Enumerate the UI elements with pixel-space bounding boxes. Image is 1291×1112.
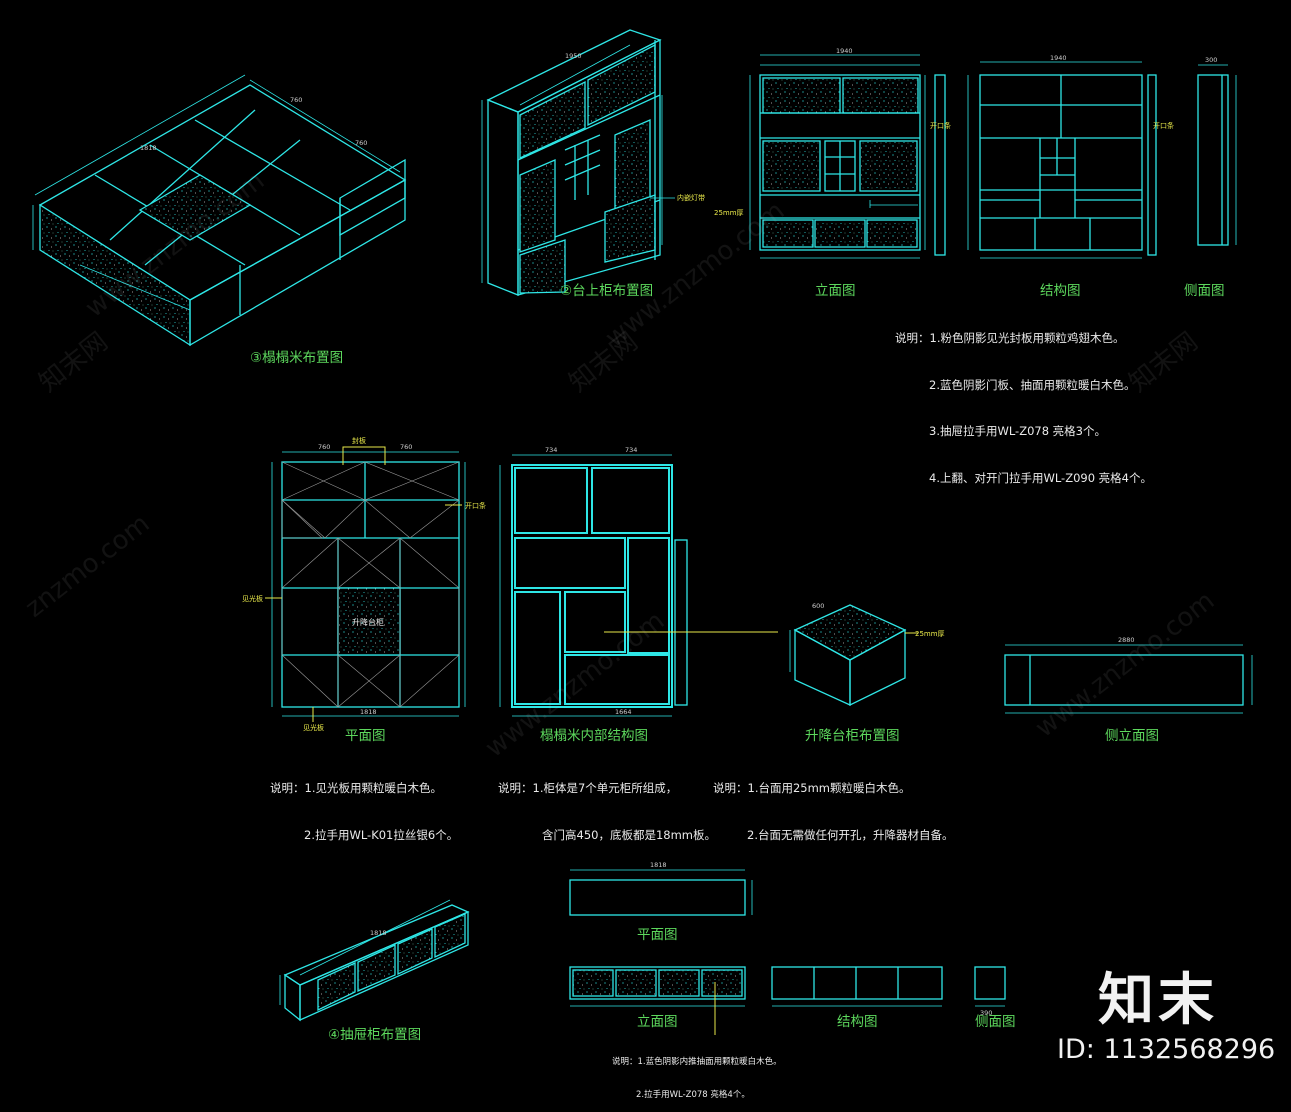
tatami-isometric-view [38, 84, 407, 347]
caption-elevation-1: 立面图 [815, 283, 856, 299]
tatami-plan-view [281, 461, 460, 708]
caption-side-elevation-2: 侧立面图 [1105, 728, 1159, 744]
note-2: 说明：1.见光板用颗粒暖白木色。 2.拉手用WL-K01拉丝银6个。 [270, 750, 458, 859]
dim-plan-bottom: 1818 [360, 708, 377, 716]
label-vent-struct: 开口条 [1153, 121, 1174, 130]
dim-structure-width: 1940 [1050, 54, 1067, 62]
caption-plan-3: 平面图 [637, 927, 678, 943]
label-seal: 封板 [352, 436, 366, 445]
caption-upper-cabinet-layout: ②台上柜布置图 [560, 283, 654, 299]
dim-internal-a: 734 [545, 446, 557, 454]
note-5-line-2: 2.拉手用WL-Z078 亮格4个。 [636, 1090, 750, 1100]
dim-internal-bottom: 1664 [615, 708, 632, 716]
structure-dims [967, 61, 1142, 259]
drawer-structure-view [771, 966, 943, 1007]
note-4: 说明：1.台面用25mm颗粒暖白木色。 2.台面无需做任何开孔，升降器材自备。 [713, 750, 953, 859]
caption-structure-1: 结构图 [1040, 283, 1081, 299]
dimension-texts: 1818 760 760 1950 1940 1940 300 760 760 … [140, 47, 1217, 1017]
note-3: 说明：1.柜体是7个单元柜所组成， 含门高450，底板都是18mm板。 [498, 750, 716, 859]
dim-tatami-width-a: 760 [290, 96, 302, 104]
elevation-view [759, 74, 946, 256]
image-id: ID: 1132568296 [1057, 1034, 1276, 1065]
drawer-elevation-view [569, 966, 746, 1035]
dim-drawer-length: 1818 [650, 861, 667, 869]
upper-cabinet-dims [481, 44, 675, 283]
dim-tatami-length: 1818 [140, 144, 157, 152]
callout-labels: 封板 开口条 开口条 开口条 见光板 见光板 内嵌灯带 25mm厚 25mm厚 [242, 121, 1174, 732]
note-5: 说明：1.蓝色阴影内推抽面用颗粒暖白木色。 2.拉手用WL-Z078 亮格4个。 [612, 1035, 782, 1112]
caption-tatami-internal: 榻榻米内部结构图 [540, 728, 648, 744]
side-view-1 [1197, 64, 1237, 246]
dim-plan-a: 760 [318, 443, 330, 451]
caption-side-1: 侧面图 [1184, 283, 1225, 299]
dim-side-depth: 300 [1205, 56, 1217, 64]
tatami-plan-dims [271, 451, 466, 717]
note-2-line-1: 说明：1.见光板用颗粒暖白木色。 [270, 781, 442, 795]
note-1-line-2: 2.蓝色阴影门板、抽面用颗粒暖白木色。 [929, 377, 1136, 392]
dim-cabinet-width: 1950 [565, 52, 582, 60]
caption-tatami-layout: ③榻榻米布置图 [250, 350, 344, 366]
label-thick-25-lift: 25mm厚 [915, 630, 945, 638]
dim-tatami-width-b: 760 [355, 139, 367, 147]
tatami-plan-callouts [265, 446, 462, 722]
elevation-dims [749, 54, 926, 259]
note-1-line-3: 3.抽屉拉手用WL-Z078 亮格3个。 [929, 424, 1106, 438]
dim-elevation-width: 1940 [836, 47, 853, 55]
drawer-plan-view [569, 869, 753, 916]
note-2-line-2: 2.拉手用WL-K01拉丝银6个。 [304, 827, 459, 842]
dim-drawer-side: 390 [980, 1009, 992, 1017]
brand-logo: 知末 [1098, 968, 1218, 1033]
note-1: 说明：1.粉色阴影见光封板用颗粒鸡翅木色。 2.蓝色阴影门板、抽面用颗粒暖白木色… [895, 300, 1152, 502]
label-visible-board-bottom: 见光板 [303, 723, 324, 732]
note-5-line-1: 说明：1.蓝色阴影内推抽面用颗粒暖白木色。 [612, 1057, 782, 1067]
label-vent: 开口条 [465, 501, 486, 510]
tatami-internal-dims [499, 454, 672, 717]
drawer-cabinet-isometric-view [279, 899, 470, 1022]
label-inner-strip: 内嵌灯带 [677, 193, 705, 202]
note-3-line-1: 说明：1.柜体是7个单元柜所组成， [498, 781, 678, 795]
caption-side-3: 侧面图 [975, 1014, 1016, 1030]
side-elevation-2-view [1004, 644, 1253, 714]
caption-drawer-layout: ④抽屉柜布置图 [328, 1027, 422, 1043]
dim-lift-top: 600 [812, 602, 824, 610]
label-lift-table: 升降台柜 [352, 617, 384, 627]
note-1-line-1: 说明：1.粉色阴影见光封板用颗粒鸡翅木色。 [895, 331, 1125, 345]
caption-plan-2: 平面图 [345, 728, 386, 744]
dim-plan-b: 760 [400, 443, 412, 451]
caption-elevation-3: 立面图 [637, 1014, 678, 1030]
caption-structure-3: 结构图 [837, 1014, 878, 1030]
structure-view [979, 74, 1157, 256]
label-thick-25: 25mm厚 [714, 209, 744, 217]
label-vent-elev: 开口条 [930, 121, 951, 130]
label-visible-board: 见光板 [242, 594, 263, 603]
tatami-internal-view [511, 464, 688, 708]
dim-side2-length: 2880 [1118, 636, 1135, 644]
note-3-line-2: 含门高450，底板都是18mm板。 [542, 827, 716, 842]
dim-drawer-iso: 1818 [370, 929, 387, 937]
tatami-dimension-lines [32, 74, 401, 311]
lift-table-view [604, 604, 918, 707]
upper-cabinet-isometric-view [486, 29, 662, 296]
note-4-line-2: 2.台面无需做任何开孔，升降器材自备。 [747, 827, 954, 842]
caption-lift-table-layout: 升降台柜布置图 [805, 728, 900, 744]
note-4-line-1: 说明：1.台面用25mm颗粒暖白木色。 [713, 781, 911, 795]
note-1-line-4: 4.上翻、对开门拉手用WL-Z090 亮格4个。 [929, 470, 1152, 485]
drawer-side-view [974, 966, 1006, 1007]
dim-internal-b: 734 [625, 446, 637, 454]
